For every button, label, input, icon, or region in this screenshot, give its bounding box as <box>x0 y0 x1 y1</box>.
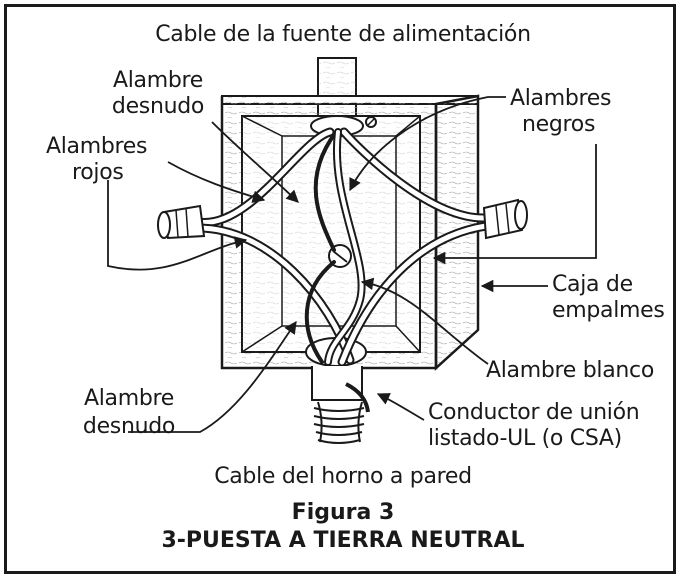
bonding-conductor-label-2: listado-UL (o CSA) <box>428 426 622 451</box>
red-wires-label-2: rojos <box>72 160 124 185</box>
oven-cable-label: Cable del horno a pared <box>214 464 472 489</box>
leader-lines <box>107 96 597 433</box>
bare-wire-bottom-label-1: Alambre <box>83 386 175 411</box>
figure-frame <box>4 4 676 574</box>
right-wire-nut <box>482 198 528 240</box>
junction-box-label-2: empalmes <box>552 298 665 323</box>
bonding-conductor-label-1: Conductor de unión <box>428 400 640 425</box>
white-wire-label: Alambre blanco <box>486 358 654 383</box>
bare-wire-top-label-2: desnudo <box>111 94 205 119</box>
figure-title: 3-PUESTA A TIERRA NEUTRAL <box>161 528 525 553</box>
bare-wire-top-label-1: Alambre <box>112 68 204 93</box>
junction-box-label-1: Caja de <box>552 272 633 297</box>
flexible-conduit <box>311 366 370 444</box>
black-wires-label-1: Alambres <box>510 86 612 111</box>
figure-number: Figura 3 <box>291 500 395 525</box>
left-wire-nut <box>157 204 206 240</box>
black-wires-label-2: negros <box>522 112 596 137</box>
red-wires-label-1: Alambres <box>46 134 148 159</box>
supply-cable-label: Cable de la fuente de alimentación <box>155 22 531 47</box>
bare-wire-bottom-label-2: desnudo <box>82 414 176 439</box>
